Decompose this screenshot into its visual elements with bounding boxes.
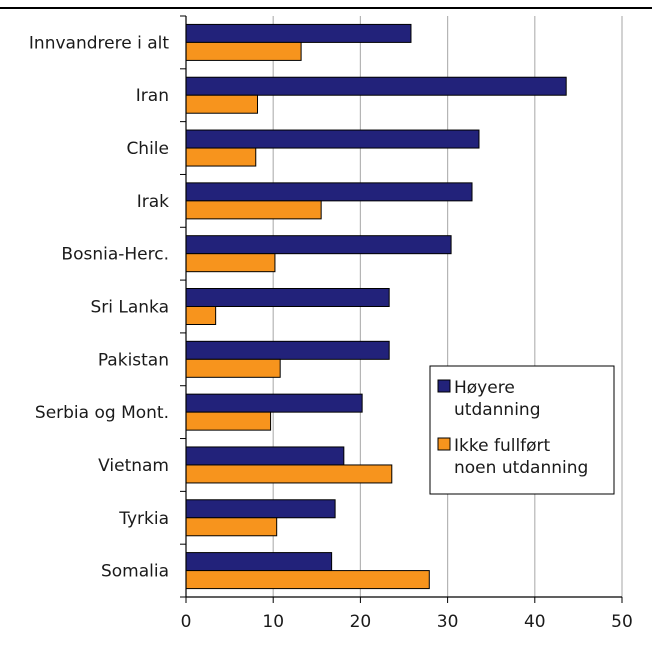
bar-ikke-fullfort-5	[185, 306, 217, 325]
x-tick-label: 40	[524, 612, 546, 632]
bar-hoyere-2	[185, 129, 480, 149]
category-label: Vietnam	[98, 456, 169, 476]
bar-ikke-fullfort-1	[185, 94, 259, 114]
legend-label-line: noen utdanning	[454, 458, 588, 478]
bar-hoyere-3	[185, 182, 473, 202]
bar-ikke-fullfort-2	[185, 147, 257, 167]
category-label: Somalia	[101, 562, 169, 582]
bar-ikke-fullfort-8	[185, 464, 393, 484]
category-label: Pakistan	[98, 350, 169, 370]
category-label: Iran	[136, 86, 169, 106]
legend-label-line: Høyere	[454, 378, 515, 398]
axes: Innvandrere i altIranChileIrakBosnia-Her…	[29, 15, 633, 632]
category-label: Irak	[137, 192, 169, 212]
category-label: Bosnia-Herc.	[61, 245, 169, 265]
bars	[185, 23, 567, 590]
legend-swatch-ikke-fullfort	[437, 437, 451, 451]
legend-box	[429, 365, 615, 495]
category-label: Innvandrere i alt	[29, 33, 169, 53]
bar-hoyere-5	[185, 288, 390, 307]
x-tick-label: 20	[350, 612, 372, 632]
bar-ikke-fullfort-0	[185, 41, 302, 61]
x-tick-label: 0	[181, 612, 192, 632]
bar-ikke-fullfort-6	[185, 358, 281, 378]
category-label: Tyrkia	[118, 509, 169, 529]
bar-hoyere-0	[185, 23, 412, 43]
bar-hoyere-7	[185, 393, 363, 413]
bar-ikke-fullfort-9	[185, 517, 278, 537]
category-label: Serbia og Mont.	[35, 403, 169, 423]
bar-ikke-fullfort-3	[185, 200, 322, 220]
legend-label-line: Ikke fullført	[454, 436, 551, 456]
x-tick-label: 10	[262, 612, 284, 632]
bar-ikke-fullfort-7	[185, 411, 272, 431]
bar-hoyere-4	[185, 235, 452, 255]
legend-swatch-hoyere	[437, 379, 451, 393]
x-tick-label: 50	[611, 612, 633, 632]
x-tick-label: 30	[437, 612, 459, 632]
bar-hoyere-6	[185, 340, 390, 360]
bar-hoyere-9	[185, 499, 336, 519]
category-label: Sri Lanka	[90, 298, 169, 318]
category-label: Chile	[126, 139, 169, 159]
bar-hoyere-8	[185, 446, 345, 466]
legend-label-line: utdanning	[454, 400, 541, 420]
bar-ikke-fullfort-10	[185, 570, 430, 590]
bar-ikke-fullfort-4	[185, 253, 276, 273]
bar-hoyere-10	[185, 552, 333, 572]
bar-hoyere-1	[185, 76, 567, 96]
